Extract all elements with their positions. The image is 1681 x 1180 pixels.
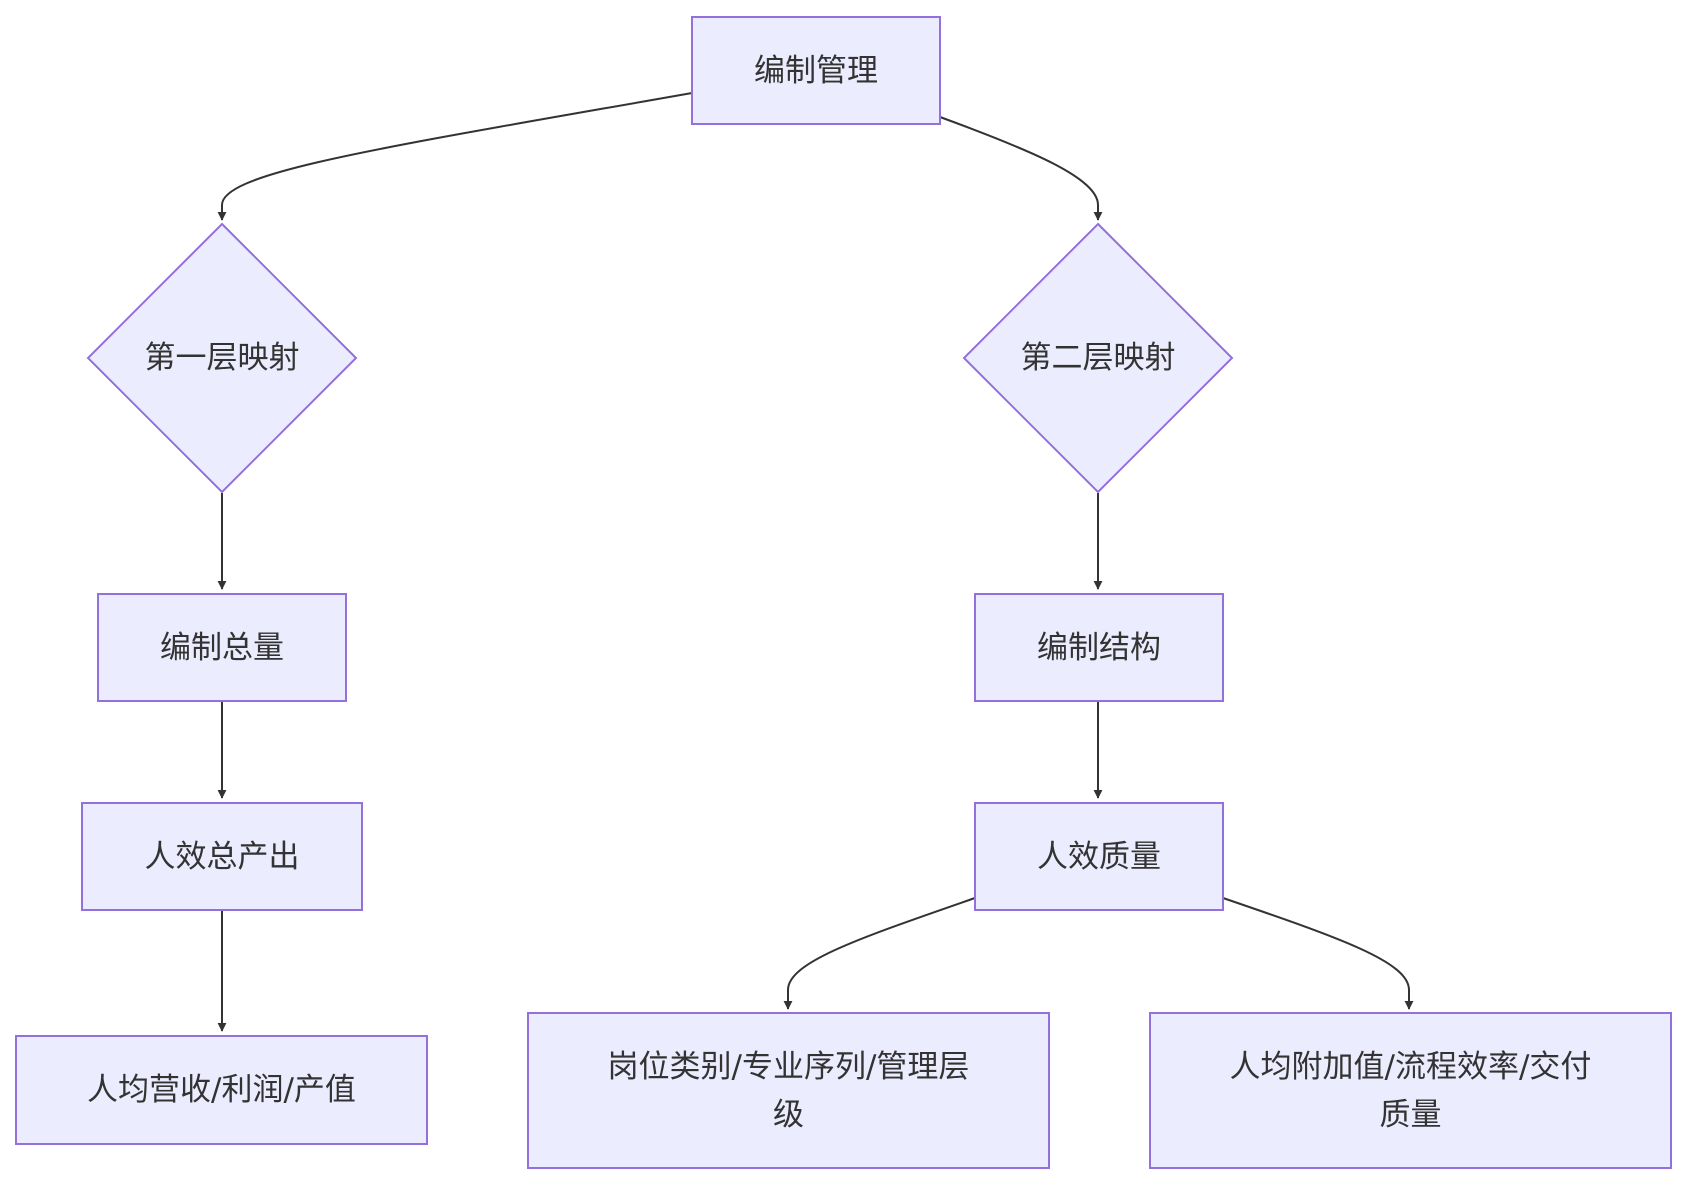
node-layer1: 第一层映射 <box>122 318 322 398</box>
diamond-layer1-shape <box>86 222 358 494</box>
node-structure-label: 编制结构 <box>1037 629 1161 666</box>
node-total: 编制总量 <box>97 593 347 702</box>
node-layer2-label: 第二层映射 <box>1020 340 1176 376</box>
node-per-capita-label: 人均营收/利润/产值 <box>87 1072 356 1108</box>
node-output-label: 人效总产出 <box>144 838 300 875</box>
node-value-added-label: 人均附加值/流程效率/交付质量 <box>1229 1048 1592 1133</box>
node-layer1-label: 第一层映射 <box>144 340 300 376</box>
node-output: 人效总产出 <box>81 802 363 911</box>
node-value-added: 人均附加值/流程效率/交付质量 <box>1149 1012 1672 1169</box>
node-root-label: 编制管理 <box>754 52 878 89</box>
node-root: 编制管理 <box>691 16 941 125</box>
diamond-layer2-shape <box>962 222 1234 494</box>
node-positions: 岗位类别/专业序列/管理层级 <box>527 1012 1050 1169</box>
node-quality-label: 人效质量 <box>1037 838 1161 875</box>
edge-quality-to-positions <box>783 897 976 1010</box>
edge-root-to-layer2 <box>939 116 1103 221</box>
edge-quality-to-value-added <box>1222 897 1414 1010</box>
node-structure: 编制结构 <box>974 593 1224 702</box>
node-total-label: 编制总量 <box>160 629 284 666</box>
edge-root-to-layer1 <box>217 92 693 221</box>
node-positions-label: 岗位类别/专业序列/管理层级 <box>607 1048 970 1133</box>
node-per-capita: 人均营收/利润/产值 <box>15 1035 428 1145</box>
node-quality: 人效质量 <box>974 802 1224 911</box>
node-layer2: 第二层映射 <box>998 318 1198 398</box>
